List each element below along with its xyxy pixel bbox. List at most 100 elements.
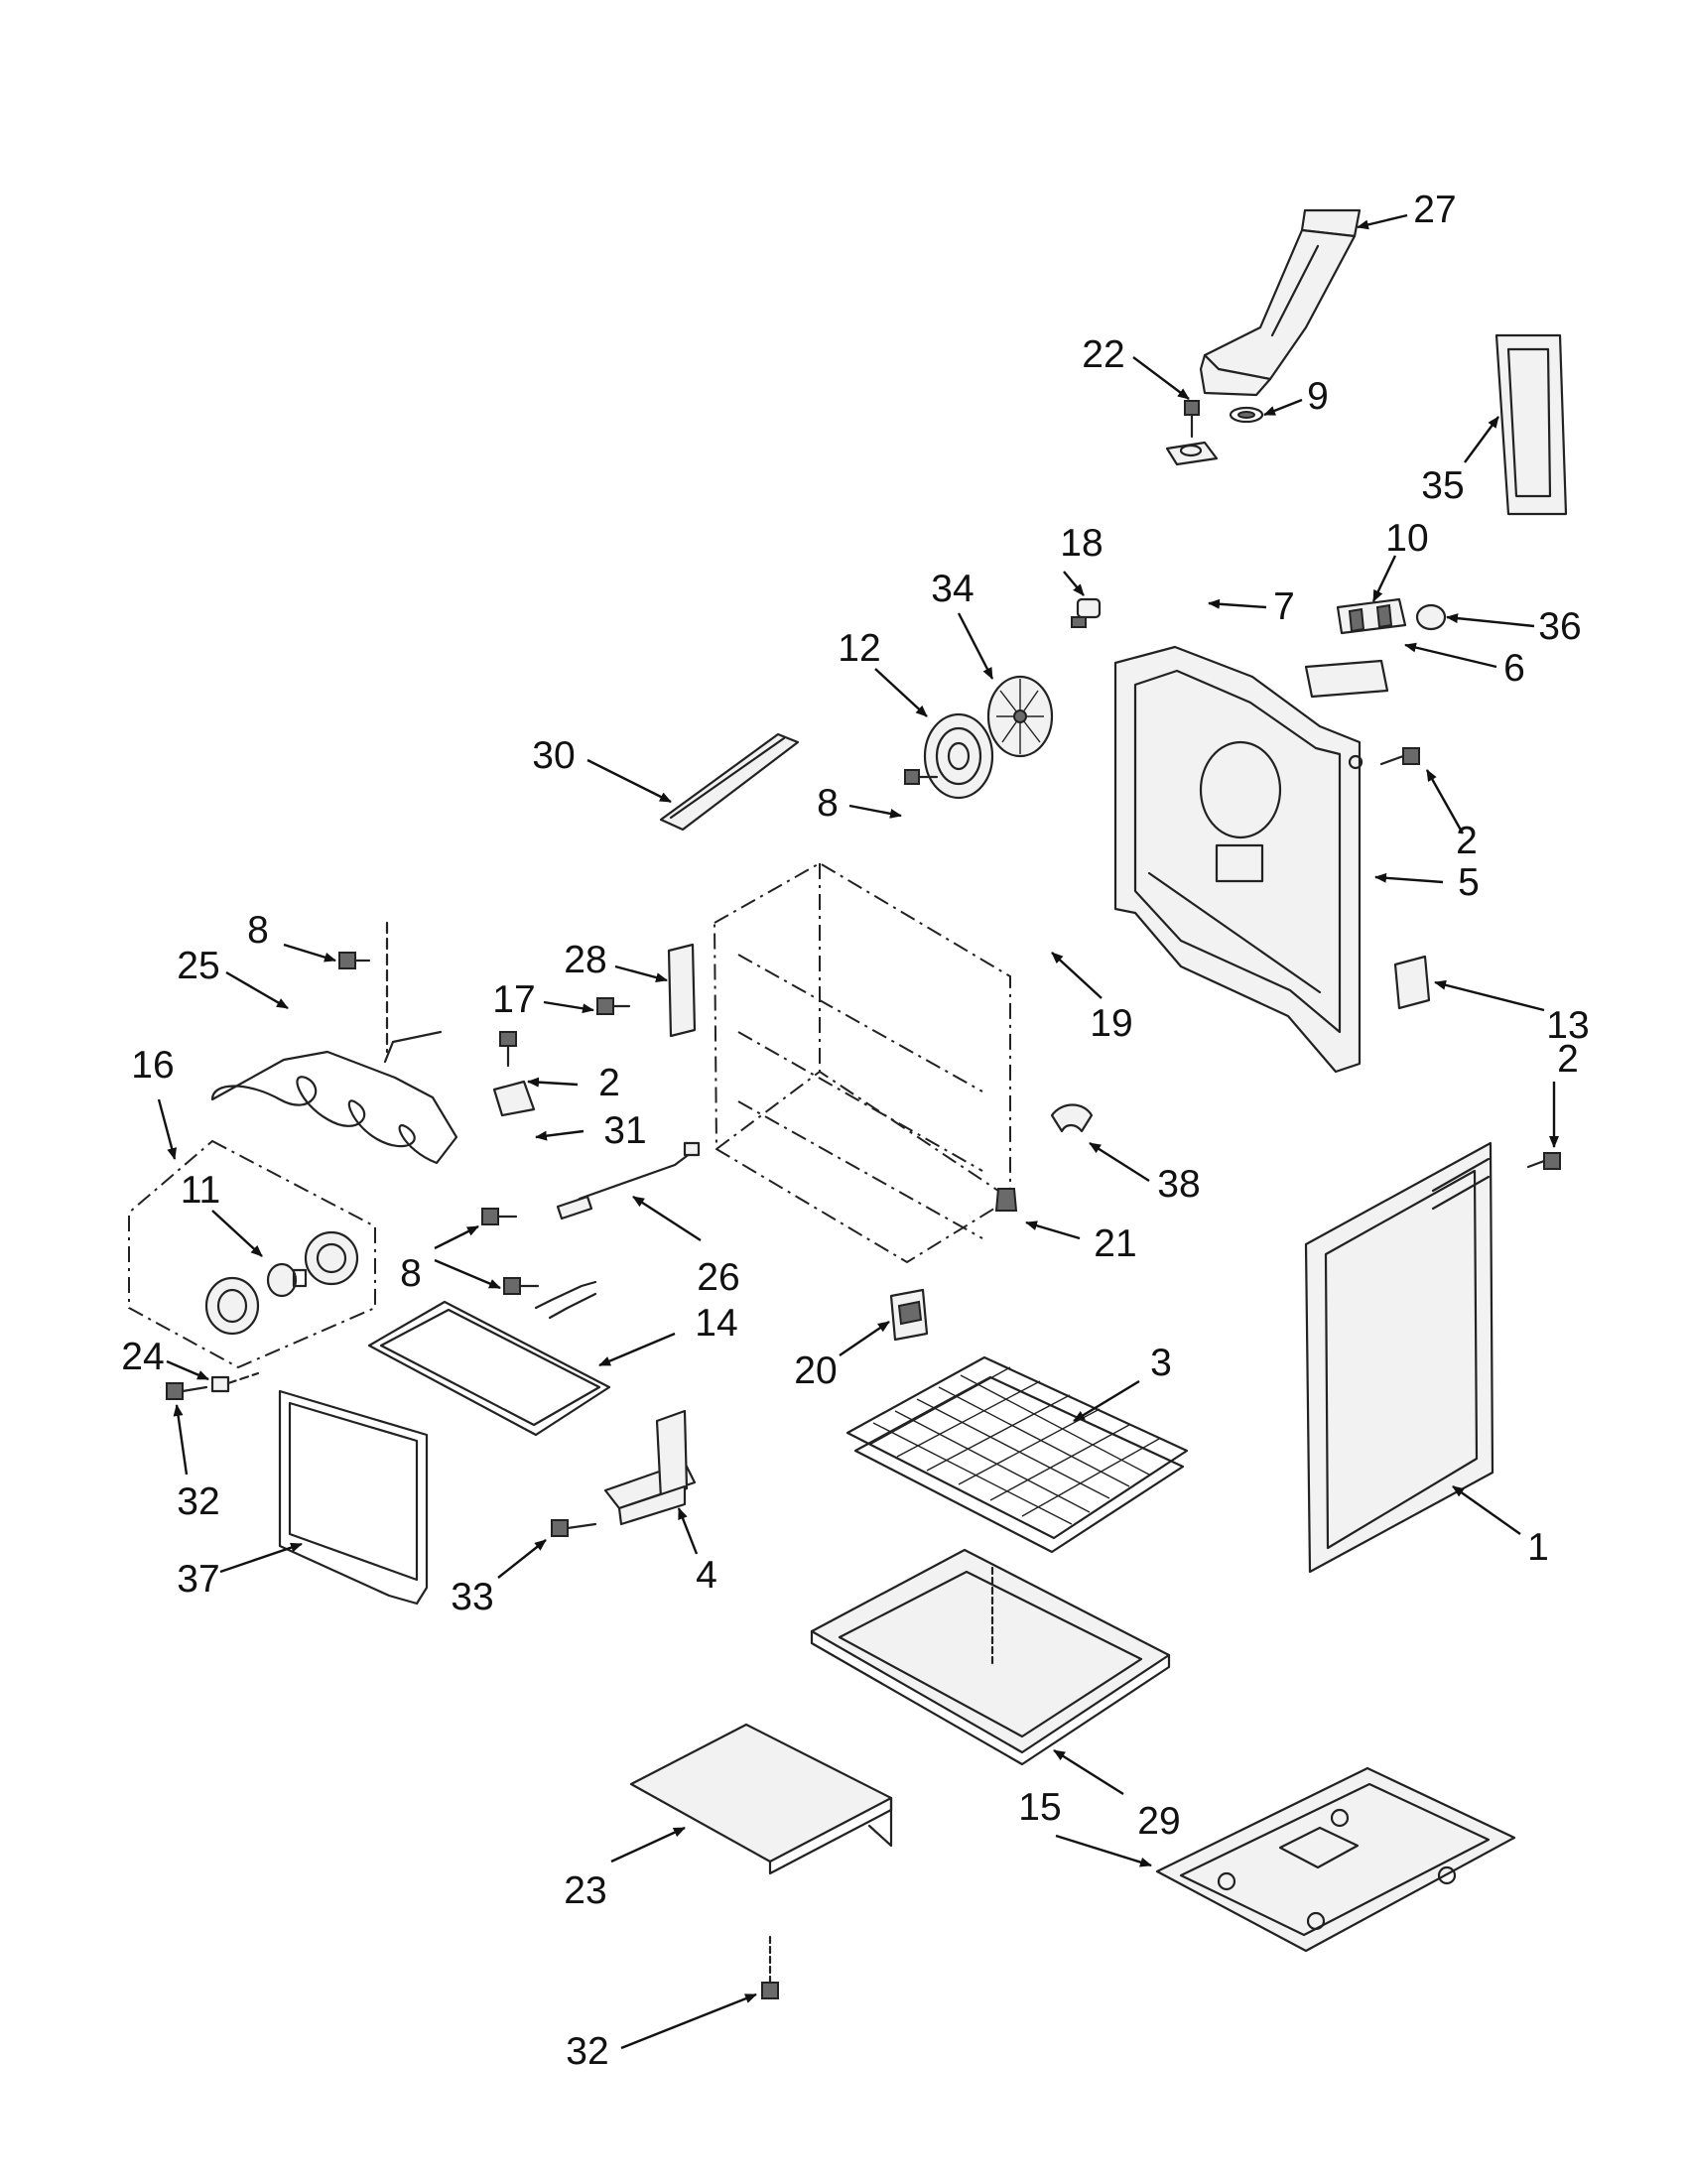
callout-29: 29: [1137, 1800, 1180, 1843]
leader-5: [1374, 872, 1444, 884]
leader-1: [1452, 1485, 1521, 1535]
callout-35: 35: [1421, 464, 1464, 507]
screw-part-8c: [481, 1208, 518, 1225]
callout-19: 19: [1090, 1002, 1132, 1045]
bracket-part-31: [492, 1080, 536, 1117]
callout-32b: 32: [566, 2030, 608, 2073]
leader-3: [1073, 1379, 1140, 1423]
leader-31: [535, 1129, 584, 1141]
oven-door-part: [1304, 1141, 1494, 1574]
leader-23: [610, 1826, 686, 1863]
callout-31: 31: [603, 1109, 646, 1152]
leader-13: [1434, 979, 1545, 1012]
leader-32b: [620, 1992, 757, 2050]
light-socket-part: [204, 1230, 359, 1336]
callout-13: 13: [1546, 1004, 1589, 1047]
callout-36: 36: [1538, 605, 1581, 648]
rear-panel-part: [1113, 645, 1363, 1074]
callout-2a: 2: [598, 1062, 620, 1104]
clip-part-38: [1050, 1103, 1094, 1133]
oven-cavity-part: [713, 861, 1011, 1264]
spacer-part-24: [210, 1371, 260, 1393]
screw-part-8a: [904, 769, 939, 785]
callout-2b: 2: [1557, 1038, 1579, 1081]
leader-20: [839, 1321, 890, 1356]
leader-18: [1063, 571, 1085, 596]
leader-37: [219, 1542, 303, 1574]
leader-35: [1464, 416, 1499, 463]
leader-9: [1263, 398, 1303, 417]
callout-8b: 8: [247, 909, 269, 952]
fan-part-12: [923, 712, 994, 800]
leader-36: [1446, 613, 1535, 628]
screw-part-32b: [761, 1935, 779, 1999]
leader-10: [1371, 555, 1397, 602]
leader-2a: [527, 1077, 579, 1088]
callout-numbers: 27 9 35 22 10 36 7 6 18 34 12 30 8 2 5 8…: [121, 189, 1589, 2073]
callout-22: 22: [1082, 333, 1124, 376]
callout-28: 28: [564, 939, 606, 981]
callout-11: 11: [181, 1169, 221, 1212]
screw-part-22: [1184, 400, 1200, 439]
callout-27: 27: [1413, 189, 1456, 231]
leader-4: [677, 1507, 699, 1555]
screw-part-32a: [166, 1382, 208, 1400]
leader-25: [225, 970, 289, 1010]
screw-part-8b: [338, 952, 371, 969]
bracket-part-7: [1165, 441, 1219, 466]
screw-part-2a: [499, 1031, 517, 1068]
broil-element-part: [210, 921, 458, 1165]
leader-8b: [283, 943, 336, 963]
drip-pan-part: [810, 1548, 1171, 1766]
leader-8c: [434, 1224, 479, 1250]
vent-duct-part: [1199, 208, 1362, 397]
bracket-part-13: [1393, 955, 1431, 1010]
callout-12: 12: [838, 627, 880, 670]
screw-part-8d: [503, 1277, 540, 1295]
leader-2c: [1425, 769, 1465, 835]
screw-part-17: [596, 997, 631, 1015]
light-bulb-part-11: [266, 1262, 308, 1298]
callout-9: 9: [1307, 375, 1329, 418]
leader-19: [1051, 952, 1103, 999]
callout-1: 1: [1527, 1526, 1549, 1569]
leader-34: [957, 612, 994, 680]
callout-4: 4: [696, 1554, 717, 1597]
plug-part-18: [1071, 597, 1102, 628]
callout-23: 23: [564, 1869, 606, 1912]
leader-8a: [848, 804, 902, 819]
sensor-part-26: [556, 1141, 701, 1220]
leader-12: [874, 668, 928, 717]
gasket-part-37: [278, 1389, 429, 1606]
leader-33: [497, 1539, 547, 1579]
bake-element-part: [367, 1280, 611, 1437]
callout-37: 37: [177, 1558, 219, 1601]
leader-28: [614, 964, 668, 982]
leader-32a: [173, 1404, 189, 1476]
callout-16: 16: [131, 1044, 174, 1087]
bracket-part-28: [667, 943, 697, 1038]
callout-17: 17: [492, 978, 535, 1021]
callout-8a: 8: [817, 782, 839, 825]
callout-8c: 8: [400, 1252, 422, 1295]
callout-26: 26: [697, 1256, 739, 1299]
callout-7: 7: [1273, 585, 1295, 628]
leader-17: [543, 1000, 594, 1014]
leader-16: [157, 1098, 177, 1160]
callout-34: 34: [931, 568, 974, 610]
callout-14: 14: [695, 1302, 737, 1345]
leader-30: [586, 758, 672, 804]
leader-15: [1055, 1834, 1152, 1867]
screw-part-2b: [1526, 1152, 1561, 1170]
callout-33: 33: [451, 1576, 493, 1618]
callout-24: 24: [121, 1336, 164, 1378]
grommet-part-21: [994, 1188, 1018, 1212]
leader-6: [1404, 642, 1497, 669]
leader-21: [1025, 1220, 1081, 1240]
leader-26: [632, 1195, 702, 1242]
shield-part-23: [629, 1723, 893, 1875]
fan-blade-part-34: [986, 675, 1054, 758]
callout-32a: 32: [177, 1480, 219, 1523]
callout-38: 38: [1157, 1163, 1200, 1206]
